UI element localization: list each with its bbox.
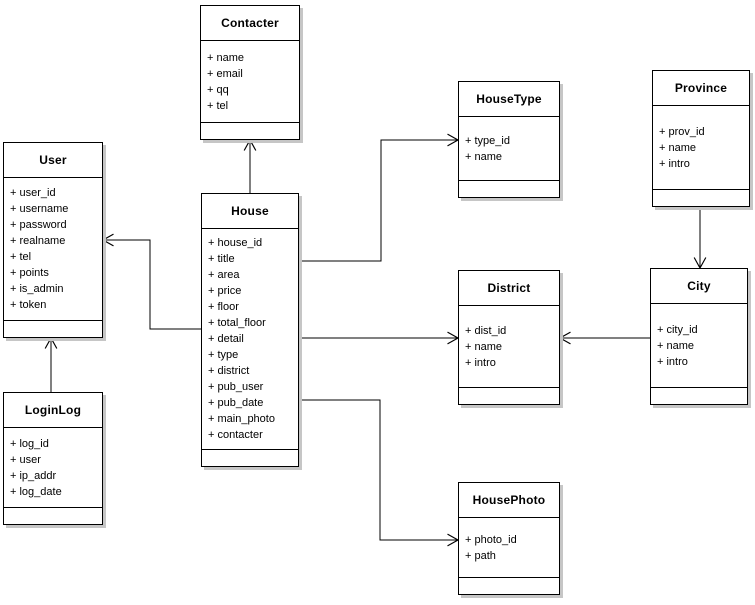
- entity-attribute: + pub_user: [208, 381, 264, 393]
- connector-house-to-housetype[interactable]: [299, 140, 458, 262]
- entity-attribute: + ip_addr: [10, 469, 57, 482]
- entity-province[interactable]: Province + prov_id + name + intro: [652, 70, 750, 207]
- entity-attribute: + name: [659, 141, 696, 154]
- entity-attribute: + main_photo: [208, 413, 275, 425]
- entity-footer-compartment: [201, 122, 299, 139]
- entity-footer-compartment: [4, 320, 102, 337]
- entity-footer-compartment: [4, 507, 102, 524]
- entity-footer-compartment: [459, 387, 559, 404]
- entity-city[interactable]: City + city_id + name + intro: [650, 268, 748, 405]
- entity-loginlog[interactable]: LoginLog + log_id + user + ip_addr + log_dat…: [3, 392, 103, 525]
- entity-house[interactable]: House + house_id + title + area + price + flo…: [201, 193, 299, 467]
- entity-attribute: + floor: [208, 301, 239, 313]
- entity-attribute: + email: [207, 67, 243, 80]
- entity-attributes: + city_id + name + intro: [651, 304, 747, 387]
- entity-attribute: + intro: [657, 355, 688, 368]
- entity-attribute: + log_id: [10, 437, 49, 450]
- entity-attribute: + tel: [10, 251, 32, 263]
- entity-title: City: [651, 269, 747, 304]
- entity-attributes: + dist_id + name + intro: [459, 306, 559, 387]
- entity-title: User: [4, 143, 102, 178]
- entity-attribute: + prov_id: [659, 125, 705, 138]
- entity-footer-compartment: [653, 189, 749, 206]
- connector-house-to-housephoto[interactable]: [299, 399, 458, 540]
- entity-attribute: + tel: [207, 99, 229, 112]
- entity-attribute: + contacter: [208, 429, 263, 441]
- entity-housetype[interactable]: HouseType + type_id + name: [458, 81, 560, 198]
- entity-attribute: + user_id: [10, 187, 56, 199]
- entity-attribute: + city_id: [657, 323, 698, 336]
- entity-attribute: + pub_date: [208, 397, 264, 409]
- entity-attribute: + name: [657, 339, 694, 352]
- entity-housephoto[interactable]: HousePhoto + photo_id + path: [458, 482, 560, 595]
- entity-title: House: [202, 194, 298, 229]
- entity-attribute: + intro: [465, 356, 496, 369]
- entity-footer-compartment: [202, 449, 298, 466]
- entity-attribute: + token: [10, 299, 47, 311]
- connector-house-to-user[interactable]: [103, 240, 201, 330]
- entity-attribute: + path: [465, 549, 496, 562]
- entity-attribute: + password: [10, 219, 67, 231]
- entity-attribute: + type: [208, 349, 239, 361]
- entity-attribute: + price: [208, 285, 242, 297]
- entity-attribute: + user: [10, 453, 41, 466]
- entity-district[interactable]: District + dist_id + name + intro: [458, 270, 560, 405]
- entity-attribute: + house_id: [208, 237, 263, 249]
- entity-footer-compartment: [459, 577, 559, 594]
- entity-title: HouseType: [459, 82, 559, 117]
- entity-attribute: + title: [208, 253, 235, 265]
- entity-attributes: + photo_id + path: [459, 518, 559, 577]
- entity-attribute: + username: [10, 203, 69, 215]
- entity-attributes: + log_id + user + ip_addr + log_date: [4, 428, 102, 507]
- entity-contacter[interactable]: Contacter + name + email + qq + tel: [200, 5, 300, 140]
- entity-attributes: + type_id + name: [459, 117, 559, 180]
- entity-attribute: + is_admin: [10, 283, 64, 295]
- entity-attribute: + points: [10, 267, 49, 279]
- entity-attribute: + district: [208, 365, 250, 377]
- entity-attribute: + area: [208, 269, 240, 281]
- entity-title: LoginLog: [4, 393, 102, 428]
- entity-title: Contacter: [201, 6, 299, 41]
- entity-attribute: + intro: [659, 157, 690, 170]
- entity-title: District: [459, 271, 559, 306]
- entity-attribute: + name: [465, 340, 502, 353]
- entity-attribute: + realname: [10, 235, 66, 247]
- entity-footer-compartment: [459, 180, 559, 197]
- entity-attribute: + name: [207, 51, 244, 64]
- entity-attribute: + qq: [207, 83, 229, 96]
- entity-attribute: + dist_id: [465, 324, 507, 337]
- entity-attribute: + name: [465, 150, 502, 163]
- entity-attributes: + house_id + title + area + price + floor + t…: [202, 229, 298, 449]
- entity-attributes: + user_id + username + password + realname +…: [4, 178, 102, 320]
- entity-title: HousePhoto: [459, 483, 559, 518]
- entity-user[interactable]: User + user_id + username + password + realn…: [3, 142, 103, 338]
- entity-title: Province: [653, 71, 749, 106]
- entity-attributes: + name + email + qq + tel: [201, 41, 299, 122]
- entity-attribute: + log_date: [10, 485, 62, 498]
- entity-attributes: + prov_id + name + intro: [653, 106, 749, 189]
- entity-attribute: + total_floor: [208, 317, 266, 329]
- entity-attribute: + photo_id: [465, 533, 517, 546]
- entity-attribute: + type_id: [465, 134, 510, 147]
- entity-attribute: + detail: [208, 333, 244, 345]
- entity-footer-compartment: [651, 387, 747, 404]
